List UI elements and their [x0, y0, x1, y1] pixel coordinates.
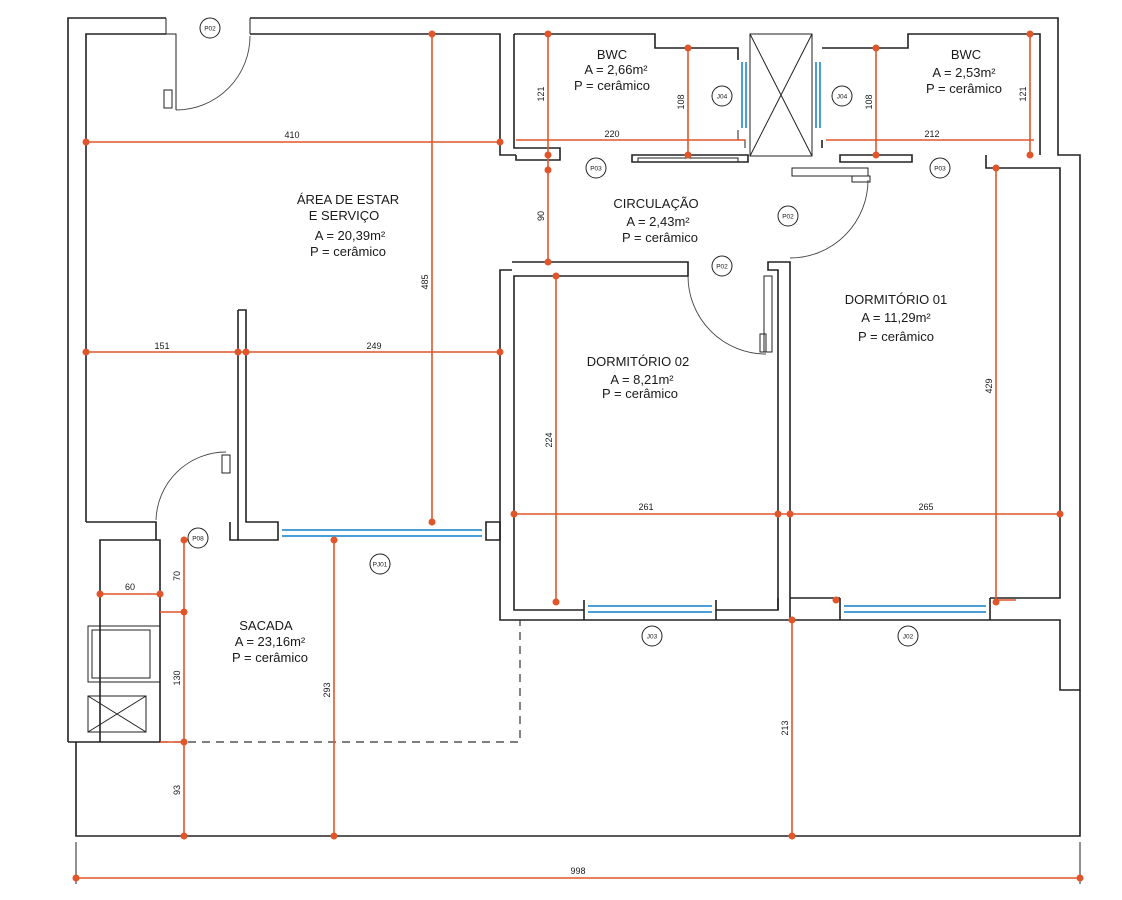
outer-wall: [67, 17, 1081, 742]
dorm02-floor: P = cerâmico: [602, 386, 678, 401]
dim-90: 90: [536, 211, 546, 221]
dorm01-area: A = 11,29m²: [861, 310, 931, 325]
circulacao-name: CIRCULAÇÃO: [613, 196, 698, 211]
bwc-left-area: A = 2,66m²: [584, 62, 648, 77]
dimension-labels: 410 220 212 121 108 108 121 90 485 151 2…: [125, 86, 1028, 876]
dim-130: 130: [172, 670, 182, 685]
tag-p02-top: P02: [199, 17, 221, 39]
dorm-separator: [583, 598, 991, 620]
bwc-right-floor: P = cerâmico: [926, 81, 1002, 96]
dim-410: 410: [284, 130, 299, 140]
tag-p02-circ: P02: [777, 205, 799, 227]
bwc-left-wall: [513, 33, 739, 161]
tag-j04-left: J04: [711, 85, 733, 107]
windows: [282, 62, 986, 613]
dim-485: 485: [420, 274, 430, 289]
dim-429: 429: [984, 378, 994, 393]
door-p02-top: [175, 35, 251, 111]
svg-text:J02: J02: [903, 634, 914, 641]
dim-213: 213: [780, 720, 790, 735]
dim-108-left: 108: [676, 94, 686, 109]
tag-j03: J03: [641, 625, 663, 647]
balcony-dashed-limit: [160, 620, 521, 743]
door-p08: [155, 451, 227, 521]
svg-text:P02: P02: [204, 26, 216, 33]
svg-text:J04: J04: [717, 94, 728, 101]
circulacao-floor: P = cerâmico: [622, 230, 698, 245]
dim-224: 224: [544, 432, 554, 447]
sacada-name: SACADA: [239, 618, 293, 633]
dim-998: 998: [570, 866, 585, 876]
dimension-lines: [75, 34, 1081, 884]
svg-text:PJ01: PJ01: [373, 562, 388, 569]
circulacao-area: A = 2,43m²: [626, 214, 690, 229]
dorm01-wall: [790, 155, 1061, 599]
svg-text:P03: P03: [590, 166, 602, 173]
circulation-wall: [631, 154, 913, 163]
door-p02-dorm02: [687, 275, 767, 355]
tag-j02: J02: [897, 625, 919, 647]
dim-70: 70: [172, 571, 182, 581]
dim-220: 220: [604, 129, 619, 139]
tag-p02-dorm02: P02: [711, 255, 733, 277]
dim-60: 60: [125, 582, 135, 592]
estar-partition-2: [229, 522, 238, 541]
svg-text:P02: P02: [716, 264, 728, 271]
dorm02-area: A = 8,21m²: [610, 372, 674, 387]
svg-text:P02: P02: [782, 214, 794, 221]
svg-text:P08: P08: [192, 536, 204, 543]
tag-j04-right: J04: [831, 85, 853, 107]
dim-121-left: 121: [536, 86, 546, 101]
estar-name-2: E SERVIÇO: [309, 208, 380, 223]
sacada-floor: P = cerâmico: [232, 650, 308, 665]
dim-93: 93: [172, 785, 182, 795]
tank-fixture: [87, 625, 161, 683]
bwc-left-floor: P = cerâmico: [574, 78, 650, 93]
tag-p03-right: P03: [929, 157, 951, 179]
walls: [67, 17, 1081, 837]
fixtures: [87, 625, 161, 733]
tag-pj01: PJ01: [369, 553, 391, 575]
balcony-outer: [75, 690, 1081, 837]
dorm01-floor: P = cerâmico: [858, 329, 934, 344]
bwc-left-sill: [737, 130, 746, 148]
outer-wall-inner: [85, 33, 516, 522]
heater-fixture: [87, 695, 147, 733]
dim-293: 293: [322, 682, 332, 697]
dim-121-right: 121: [1018, 86, 1028, 101]
svg-text:J04: J04: [837, 94, 848, 101]
estar-area: A = 20,39m²: [315, 228, 386, 243]
left-service-wall: [68, 521, 161, 743]
dorm02-name: DORMITÓRIO 02: [587, 354, 690, 369]
dim-261: 261: [638, 502, 653, 512]
dorm01-name: DORMITÓRIO 01: [845, 292, 948, 307]
estar-name-1: ÁREA DE ESTAR: [297, 192, 399, 207]
doors: [155, 35, 871, 521]
dim-212: 212: [924, 129, 939, 139]
shaft-wall: [165, 18, 251, 110]
tag-p08: P08: [187, 527, 209, 549]
dim-108-right: 108: [864, 94, 874, 109]
dim-249: 249: [366, 341, 381, 351]
bwc-left-name: BWC: [597, 47, 627, 62]
door-p02-dorm01: [789, 179, 869, 259]
svg-text:P03: P03: [934, 166, 946, 173]
dim-151: 151: [154, 341, 169, 351]
dim-265: 265: [918, 502, 933, 512]
bwc-right-area: A = 2,53m²: [932, 65, 996, 80]
bwc-right-name: BWC: [951, 47, 981, 62]
estar-floor: P = cerâmico: [310, 244, 386, 259]
tag-p03-left: P03: [585, 157, 607, 179]
svg-text:J03: J03: [647, 634, 658, 641]
dimension-dots: [72, 30, 1084, 882]
sacada-area: A = 23,16m²: [235, 634, 306, 649]
opening-tags: P02 P03 P03 P02 P02 J04 J04 P08: [187, 17, 951, 647]
shaft-box: [749, 33, 813, 157]
room-labels: BWC A = 2,66m² P = cerâmico BWC A = 2,53…: [232, 47, 1002, 665]
